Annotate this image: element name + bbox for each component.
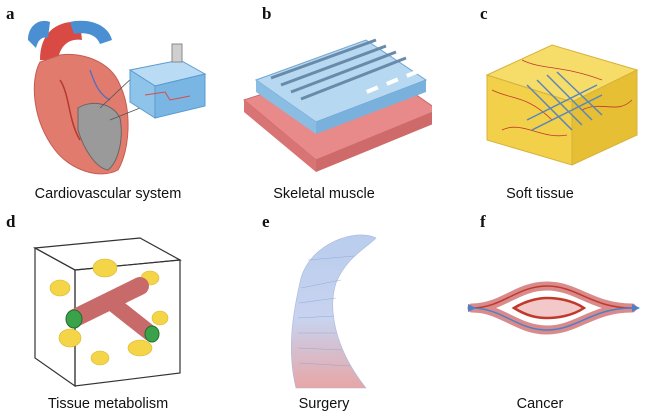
panel-caption: Cardiovascular system <box>34 186 182 202</box>
cancer-vessels-illustration <box>467 281 640 335</box>
panel-caption: Surgery <box>298 396 350 412</box>
panel-caption: Tissue metabolism <box>47 396 169 412</box>
panel-b: b Skeletal muscle <box>216 0 432 208</box>
panel-letter: d <box>6 212 16 231</box>
fat-droplets <box>49 258 169 366</box>
surgery-coil-illustration <box>291 234 377 389</box>
panel-letter: c <box>480 4 488 23</box>
soft-tissue-illustration <box>485 44 639 166</box>
panel-f: f Cancer <box>432 208 648 416</box>
panel-caption: Skeletal muscle <box>273 186 375 202</box>
panel-letter: e <box>262 212 270 231</box>
metabolism-cube-illustration <box>33 237 182 388</box>
panel-letter: f <box>480 212 486 231</box>
heart-illustration <box>28 20 207 175</box>
device-stack <box>254 38 428 134</box>
microfluidic-chip <box>128 43 207 119</box>
panel-c: c Soft tissue <box>432 0 648 208</box>
panel-caption: Soft tissue <box>506 186 574 202</box>
blood-vessels <box>65 277 160 343</box>
fiber-mesh <box>526 71 603 131</box>
panel-caption: Cancer <box>516 396 564 412</box>
panel-d: d Tissue metabolism <box>0 208 216 416</box>
panel-e: e Surgery <box>216 208 432 416</box>
muscle-device-illustration <box>242 38 432 172</box>
panel-letter: a <box>6 4 15 23</box>
panel-letter: b <box>262 4 272 23</box>
panel-a: a Cardiovascular system <box>0 0 216 208</box>
